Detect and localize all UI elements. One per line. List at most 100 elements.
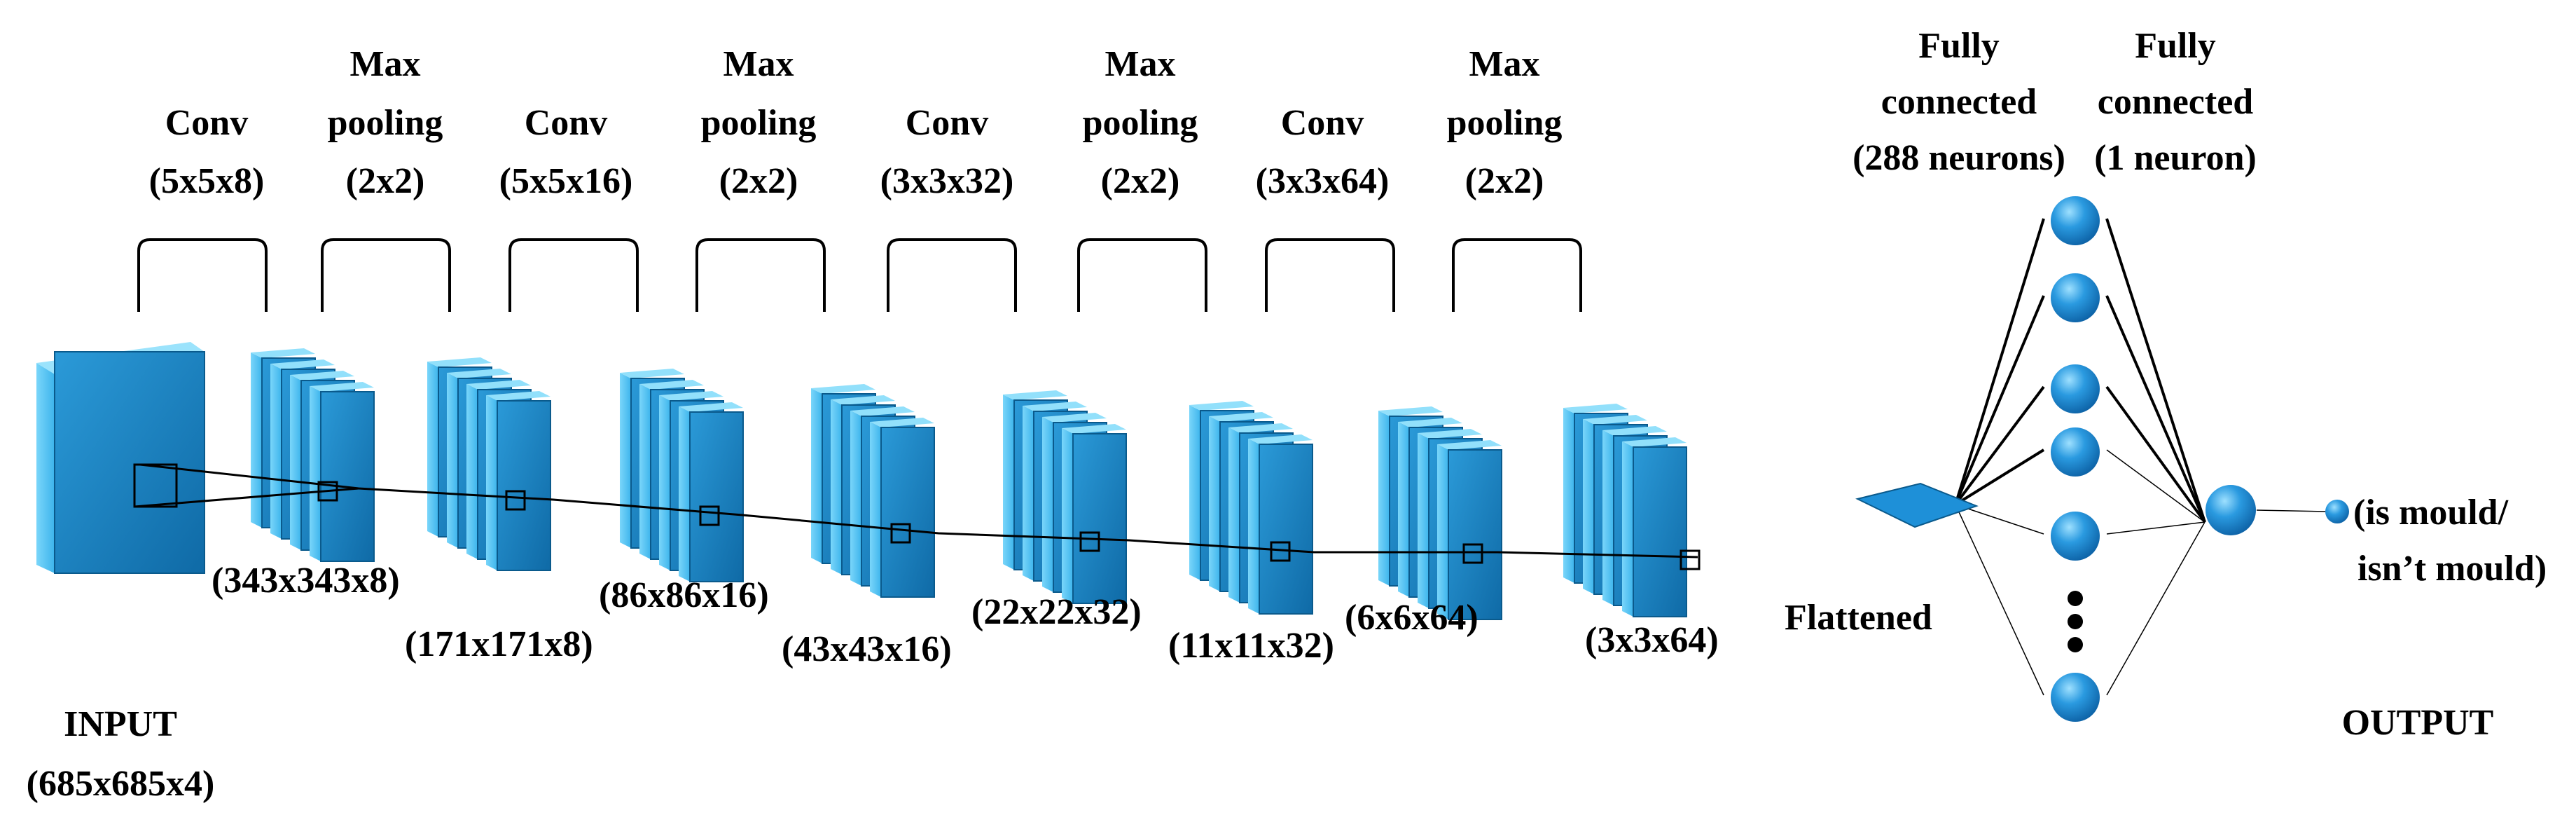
feature-map-stack-7 <box>1378 406 1502 620</box>
feature-map-slice <box>1248 434 1313 615</box>
edge-node-3-output <box>2105 385 2206 523</box>
input-block-side <box>36 363 55 573</box>
layer-2-name-line1: Max <box>349 44 420 84</box>
connector-lines <box>134 463 1698 559</box>
output-result-dot <box>2325 500 2349 523</box>
feature-map-stack-6 <box>1189 401 1313 615</box>
edge-node-4-output <box>2106 449 2205 523</box>
layer-6-name-line1: Max <box>1105 44 1175 84</box>
layer-brackets <box>137 238 1582 312</box>
edge-output-result <box>2256 509 2327 512</box>
fc1-node-3 <box>2051 364 2100 413</box>
receptive-field-box <box>699 505 720 526</box>
feature-map-3-size: (86x86x16) <box>599 575 769 615</box>
fc1-label-line2: connected <box>1881 82 2037 122</box>
feature-map-8-size: (3x3x64) <box>1585 620 1719 660</box>
bracket-layer-1 <box>137 238 268 312</box>
feature-map-slice <box>1437 440 1502 620</box>
layer-8-size: (2x2) <box>1465 161 1544 201</box>
feature-map-slice <box>870 418 935 598</box>
bracket-layer-2 <box>321 238 451 312</box>
layer-1-size: (5x5x8) <box>149 161 265 201</box>
fc1-node-6 <box>2051 673 2100 722</box>
fully-connected-network <box>1855 196 2349 722</box>
fc1-label-line3: (288 neurons) <box>1853 138 2065 178</box>
layer-4-name-line1: Max <box>723 44 794 84</box>
layer-4-name-line2: pooling <box>701 103 817 143</box>
edge-flatten-node-4 <box>1954 448 2045 506</box>
feature-map-slice <box>1062 424 1127 604</box>
feature-map-slice <box>486 391 551 571</box>
receptive-field-box <box>1462 543 1483 564</box>
input-receptive-field <box>133 463 178 508</box>
receptive-field-box <box>505 490 526 511</box>
output-result-line2: isn’t mould) <box>2357 549 2547 589</box>
bracket-layer-6 <box>1077 238 1207 312</box>
edge-flatten-node-2 <box>1954 295 2045 505</box>
output-label: OUTPUT <box>2342 703 2494 743</box>
fc1-node-5 <box>2051 512 2100 561</box>
feature-map-stack-3 <box>620 369 744 582</box>
input-size-label: (685x685x4) <box>27 764 215 804</box>
fc2-label-line3: (1 neuron) <box>2094 138 2257 178</box>
connector-line-main <box>139 463 1698 559</box>
feature-map-slice <box>310 382 375 562</box>
edge-node-5-output <box>2106 521 2205 535</box>
edge-flatten-node-5 <box>1955 504 2044 535</box>
feature-map-stacks <box>251 348 1701 620</box>
layer-7-size: (3x3x64) <box>1256 161 1390 201</box>
input-block-face <box>54 351 205 574</box>
input-block <box>36 342 205 574</box>
bracket-layer-7 <box>1265 238 1395 312</box>
feature-map-1-size: (343x343x8) <box>212 561 400 601</box>
fc1-node-4 <box>2051 427 2100 477</box>
input-label: INPUT <box>64 704 177 744</box>
feature-map-stack-8 <box>1563 404 1701 617</box>
feature-map-stack-1 <box>251 348 375 562</box>
layer-3-size: (5x5x16) <box>499 161 633 201</box>
bracket-layer-5 <box>887 238 1017 312</box>
layer-6-name-line2: pooling <box>1083 103 1198 143</box>
feature-map-stack-2 <box>427 357 551 571</box>
feature-map-6-size: (11x11x32) <box>1168 626 1334 666</box>
flattened-layer-shape <box>1855 482 1979 528</box>
feature-map-5-size: (22x22x32) <box>971 592 1142 632</box>
fc2-node <box>2205 485 2256 535</box>
output-result-line1: (is mould/ <box>2353 493 2509 533</box>
bracket-layer-3 <box>508 238 639 312</box>
fc1-node-2 <box>2051 273 2100 322</box>
receptive-field-box <box>1079 531 1100 552</box>
fc2-label-line2: connected <box>2098 82 2253 122</box>
fc-labels: Fully connected (288 neurons) Fully conn… <box>1853 26 2257 178</box>
edge-node-2-output <box>2105 295 2206 523</box>
layer-3-name: Conv <box>525 103 607 143</box>
feature-map-7-size: (6x6x64) <box>1345 598 1479 638</box>
layer-2-name-line2: pooling <box>328 103 443 143</box>
feature-map-slice <box>679 402 744 582</box>
vertical-dots-icon <box>2068 591 2083 652</box>
layer-4-size: (2x2) <box>719 161 798 201</box>
bracket-layer-4 <box>695 238 826 312</box>
layer-7-name: Conv <box>1281 103 1364 143</box>
connector-line-input-branch <box>134 487 359 508</box>
edge-flatten-node-1 <box>1954 218 2045 505</box>
feature-map-stack-5 <box>1003 390 1127 604</box>
layer-5-name: Conv <box>906 103 988 143</box>
layer-8-name-line2: pooling <box>1447 103 1563 143</box>
edge-node-6-output <box>2106 521 2205 696</box>
feature-map-slice <box>1622 437 1687 617</box>
layer-6-size: (2x2) <box>1101 161 1180 201</box>
fc2-label-line1: Fully <box>2135 26 2216 66</box>
layer-2-size: (2x2) <box>346 161 425 201</box>
edge-flatten-node-3 <box>1954 385 2045 506</box>
layer-labels: Conv (5x5x8) Max pooling (2x2) Conv (5x5… <box>149 44 1563 201</box>
feature-map-2-size: (171x171x8) <box>405 624 593 664</box>
bracket-layer-8 <box>1452 238 1582 312</box>
fc1-label-line1: Fully <box>1918 26 2000 66</box>
layer-8-name-line1: Max <box>1469 44 1539 84</box>
receptive-field-box <box>890 523 911 544</box>
receptive-field-box <box>1680 549 1701 570</box>
edge-flatten-node-6 <box>1955 504 2044 696</box>
layer-1-name: Conv <box>165 103 248 143</box>
